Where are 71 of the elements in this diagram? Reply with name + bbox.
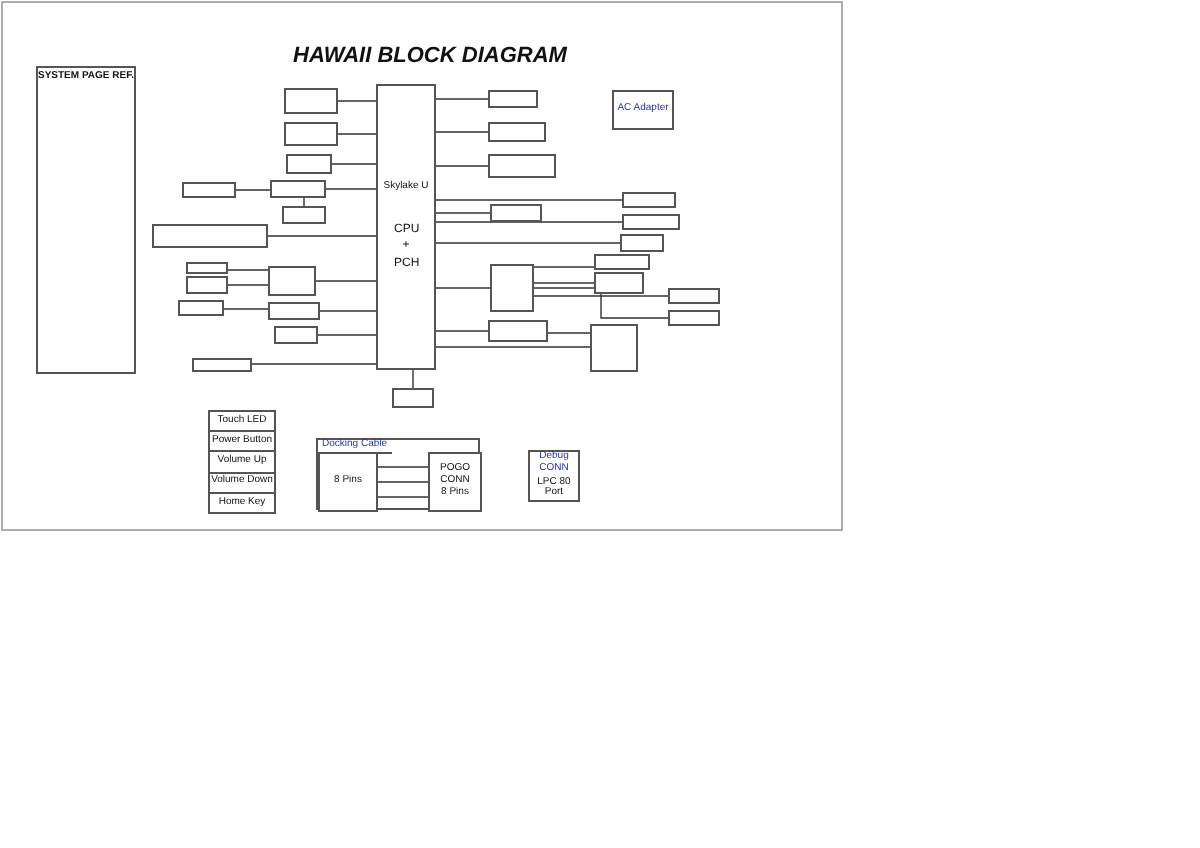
block-box [284, 122, 338, 146]
connector-line [325, 188, 377, 190]
connector-line [337, 100, 377, 102]
connector-line [533, 287, 669, 319]
block-box [668, 310, 720, 326]
block-box [268, 302, 320, 320]
connector-line [435, 287, 491, 289]
block-box [622, 192, 676, 208]
connector-line [435, 165, 489, 167]
connector-line [337, 133, 377, 135]
block-box [392, 388, 434, 408]
block-box [178, 300, 224, 316]
block-box [270, 180, 326, 198]
connector-line [377, 466, 429, 468]
block-box [284, 88, 338, 114]
block-box [268, 266, 316, 296]
connector-line [533, 295, 669, 297]
connector-line [435, 212, 491, 214]
block-box [152, 224, 268, 248]
block-box [594, 254, 650, 270]
block-box [192, 358, 252, 372]
block-box [428, 452, 482, 512]
connector-line [412, 369, 414, 389]
block-box [36, 66, 136, 374]
connector-line [227, 269, 269, 271]
connector-line [435, 221, 623, 223]
connector-line [317, 334, 377, 336]
connector-line [251, 363, 377, 365]
block-box [488, 154, 556, 178]
connector-line [377, 481, 429, 483]
block-box [318, 452, 378, 512]
block-box [594, 272, 644, 294]
connector-line [547, 332, 591, 334]
cpu-block [376, 84, 436, 370]
connector-line [303, 197, 305, 207]
connector-line [435, 131, 489, 133]
block-box [490, 204, 542, 222]
block-box [488, 122, 546, 142]
connector-line [267, 235, 377, 237]
connector-line [315, 280, 377, 282]
connector-line [331, 163, 377, 165]
block-box [488, 320, 548, 342]
block-box [528, 450, 580, 502]
block-box [612, 90, 674, 130]
block-box [182, 182, 236, 198]
block-box [590, 324, 638, 372]
block-box [490, 264, 534, 312]
block-box [620, 234, 664, 252]
block-box [286, 154, 332, 174]
block-box [622, 214, 680, 230]
connector-line [227, 284, 269, 286]
connector-line [435, 199, 623, 201]
connector-line [435, 242, 621, 244]
connector-line [435, 98, 489, 100]
connector-line [533, 282, 595, 284]
connector-line [435, 346, 591, 348]
block-box [668, 288, 720, 304]
connector-line [319, 310, 377, 312]
connector-line [235, 189, 271, 191]
block-box [488, 90, 538, 108]
connector-line [533, 266, 595, 268]
board-panel [208, 410, 276, 514]
block-box [282, 206, 326, 224]
connector-line [223, 308, 269, 310]
block-box [186, 262, 228, 274]
block-box [316, 438, 480, 510]
connector-line [435, 330, 489, 332]
diagram-title: HAWAII BLOCK DIAGRAM [291, 44, 569, 68]
connector-line [377, 496, 429, 498]
block-box [274, 326, 318, 344]
block-box [186, 276, 228, 294]
